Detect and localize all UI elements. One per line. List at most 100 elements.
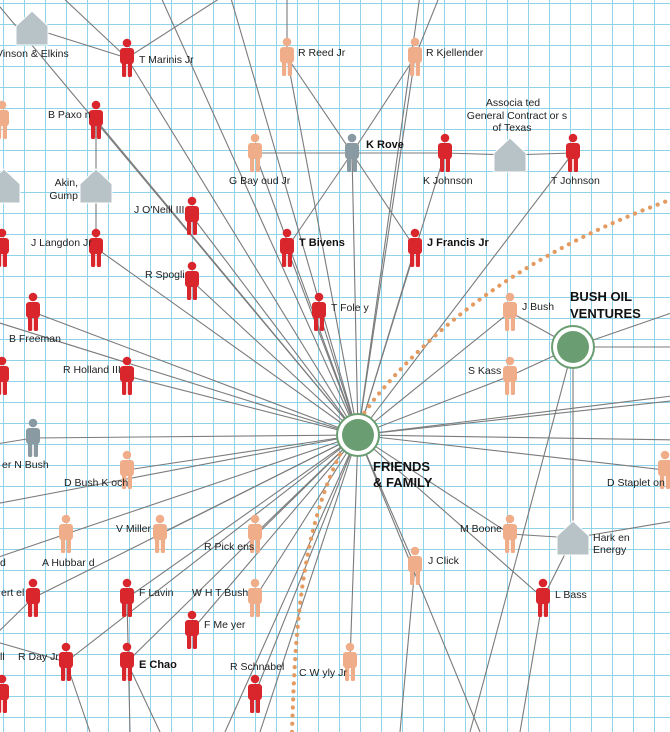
connection-line <box>126 0 219 59</box>
label-whtbush: W H T Bush <box>192 587 248 599</box>
label-freeman: B Freeman <box>9 333 61 345</box>
organization-icons <box>0 10 590 556</box>
hub-circles <box>336 325 595 457</box>
label-rove: K Rove <box>366 139 404 151</box>
connection-line <box>286 152 353 249</box>
person-rove-icon <box>345 133 359 172</box>
label-lbass: L Bass <box>555 589 587 601</box>
connection-line <box>357 434 666 471</box>
person-freeman-icon <box>26 292 40 331</box>
label-leftll: ll <box>0 651 5 663</box>
label-marinis: T Marinis Jr <box>139 54 194 66</box>
agc-house-icon <box>493 137 527 173</box>
person-kass-icon <box>503 356 517 395</box>
person-edge-icon <box>0 100 9 139</box>
connection-line <box>191 215 359 436</box>
akin-gump-house-icon <box>79 168 113 204</box>
agc-label-1: Associa ted <box>486 97 540 109</box>
person-rday-icon <box>59 642 73 681</box>
person-kjohnson-icon <box>438 133 452 172</box>
person-lavin-icon <box>120 578 134 617</box>
connection-line <box>0 6 359 436</box>
harken-label-1: Hark en <box>593 532 630 544</box>
person-jbush-icon <box>503 292 517 331</box>
connection-line <box>519 597 544 732</box>
connection-line <box>0 322 359 436</box>
label-kass: S Kass <box>468 365 501 377</box>
connection-line <box>572 521 670 539</box>
person-ertel-icon <box>26 578 40 617</box>
person-edge-icon <box>0 356 9 395</box>
person-kjellender-icon <box>408 37 422 76</box>
person-tjohnson-icon <box>566 133 580 172</box>
connection-line <box>351 56 416 154</box>
label-pickens: R Pick ens <box>204 541 254 553</box>
person-reed-icon <box>280 37 294 76</box>
connection-line <box>126 434 359 599</box>
person-koch-icon <box>120 450 134 489</box>
connection-line <box>191 434 359 631</box>
connection-line <box>224 434 359 732</box>
connection-line <box>357 375 511 436</box>
person-hubbard-icon <box>59 514 73 553</box>
person-pickens-icon <box>248 514 262 553</box>
connection-line <box>230 0 359 436</box>
person-figures <box>0 37 670 713</box>
label-kjellender: R Kjellender <box>426 47 484 59</box>
label-francis: J Francis Jr <box>427 237 489 249</box>
connection-line <box>254 152 359 436</box>
connection-line <box>286 56 359 436</box>
label-boone: M Boone <box>460 523 502 535</box>
person-meyer-icon <box>185 610 199 649</box>
connection-line <box>126 661 161 732</box>
connection-line <box>0 533 67 558</box>
connection-line <box>0 437 34 444</box>
person-marinis-icon <box>120 38 134 77</box>
connection-line <box>469 346 574 732</box>
person-schnabel-icon <box>248 674 262 713</box>
person-whtbush-icon <box>248 578 262 617</box>
label-wyly: C W yly Jr <box>299 667 347 679</box>
person-bivens-icon <box>280 228 294 267</box>
label-langdon: J Langdon Jr <box>31 237 92 249</box>
agc-label-2: General Contract or s <box>467 110 567 122</box>
label-click: J Click <box>428 555 460 567</box>
label-nbush: er N Bush <box>2 459 49 471</box>
friends-family-subtitle: & FAMILY <box>373 475 433 490</box>
connection-line <box>126 57 359 436</box>
label-schnabel: R Schnabel <box>230 661 284 673</box>
person-edge-icon <box>0 674 9 713</box>
label-stapleton: D Staplet on <box>607 477 665 489</box>
person-oneill-icon <box>185 196 199 235</box>
person-wyly-icon <box>343 642 357 681</box>
person-edge-icon <box>0 228 9 267</box>
label-reed: R Reed Jr <box>298 47 346 59</box>
person-lbass-icon <box>536 578 550 617</box>
vinson-elkins-label: Vinson & Elkins <box>0 48 69 60</box>
connection-line <box>65 434 359 663</box>
person-click-icon <box>408 546 422 585</box>
connection-line <box>0 434 359 504</box>
connection-line <box>357 247 416 436</box>
connection-line <box>357 311 511 436</box>
label-miller: V Miller <box>116 523 152 535</box>
harken-energy-house-icon <box>556 520 590 556</box>
label-koch: D Bush K och <box>64 477 128 489</box>
label-hubbard: A Hubbar d <box>42 557 95 569</box>
connection-line <box>357 152 574 436</box>
connection-line <box>357 434 511 535</box>
label-tjohnson: T Johnson <box>551 175 600 187</box>
akin-label-1: Akin, <box>55 177 78 189</box>
connection-line <box>357 400 670 436</box>
harken-label-2: Energy <box>593 544 627 556</box>
label-spogli: R Spogli <box>145 269 185 281</box>
friends-family-hub-icon <box>342 419 374 451</box>
connection-line <box>357 395 670 436</box>
edge-house-icon <box>0 168 21 204</box>
label-bivens: T Bivens <box>299 237 345 249</box>
connection-line <box>351 152 359 436</box>
connection-line <box>0 597 34 632</box>
label-chao: E Chao <box>139 659 177 671</box>
